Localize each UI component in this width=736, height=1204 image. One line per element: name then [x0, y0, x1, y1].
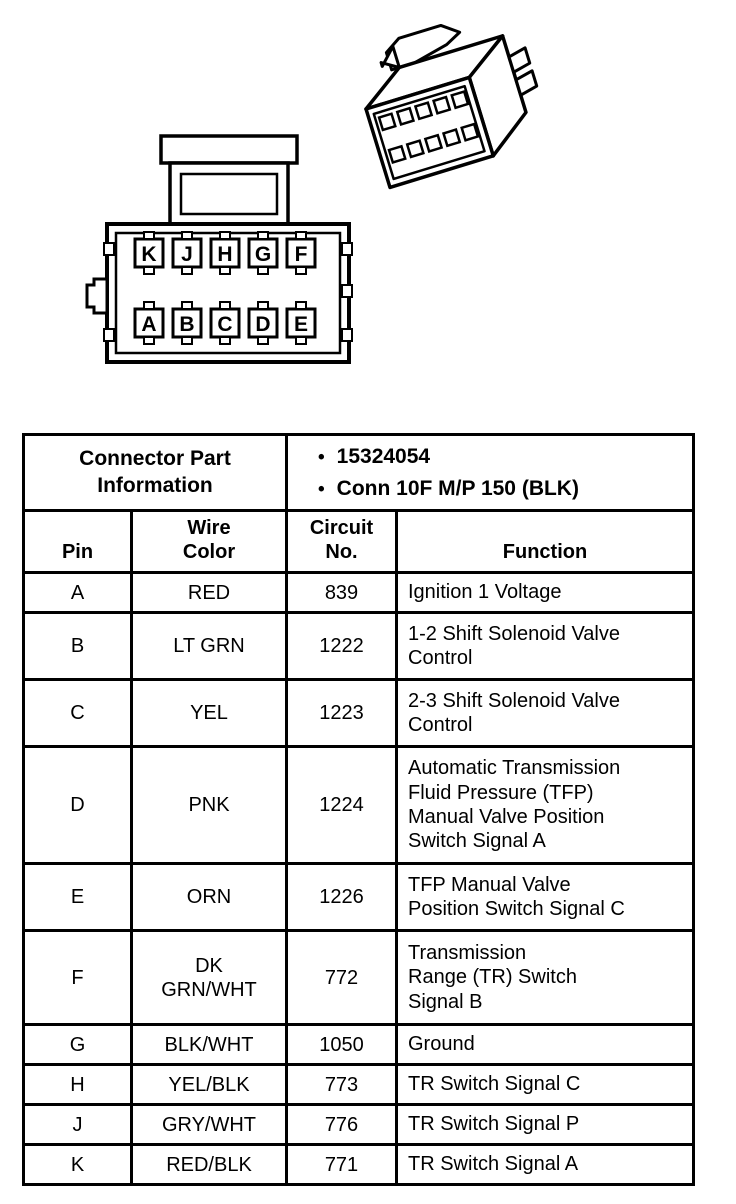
pin-cell: F	[22, 929, 133, 1026]
pin-slots-top-labels: K J H G F	[141, 243, 307, 266]
iso-pin-holes	[377, 89, 480, 165]
wire-color-cell: RED/BLK	[130, 1143, 288, 1186]
table-row: C YEL 1223 2-3 Shift Solenoid Valve Cont…	[22, 678, 695, 748]
pin-slot-label: J	[181, 243, 193, 266]
circuit-cell: 1050	[285, 1023, 398, 1066]
pin-slot-label: G	[255, 243, 271, 266]
pin-cell: B	[22, 611, 133, 681]
wire-color-cell: BLK/WHT	[130, 1023, 288, 1066]
part-info-values: • 15324054 • Conn 10F M/P 150 (BLK)	[285, 433, 695, 512]
table-row: H YEL/BLK 773 TR Switch Signal C	[22, 1063, 695, 1106]
function-cell: 2-3 Shift Solenoid Valve Control	[395, 678, 695, 748]
function-cell: Ignition 1 Voltage	[395, 571, 695, 614]
circuit-cell: 772	[285, 929, 398, 1026]
pin-cell: J	[22, 1103, 133, 1146]
wire-color-cell: GRY/WHT	[130, 1103, 288, 1146]
circuit-cell: 776	[285, 1103, 398, 1146]
pin-cell: E	[22, 862, 133, 932]
pin-slots-top-row	[133, 231, 317, 275]
wire-color-cell: LT GRN	[130, 611, 288, 681]
pin-slot-label: B	[179, 313, 194, 336]
part-info-row: Connector Part Information • 15324054 • …	[22, 433, 695, 512]
wire-color-cell: YEL	[130, 678, 288, 748]
part-number: 15324054	[336, 445, 431, 468]
wire-color-cell: YEL/BLK	[130, 1063, 288, 1106]
connector-face-view-diagram: K J H G F A B C D E	[85, 134, 353, 364]
circuit-cell: 773	[285, 1063, 398, 1106]
table-row: K RED/BLK 771 TR Switch Signal A	[22, 1143, 695, 1186]
circuit-cell: 1224	[285, 745, 398, 865]
pin-cell: C	[22, 678, 133, 748]
table-row: G BLK/WHT 1050 Ground	[22, 1023, 695, 1066]
pin-slot-label: K	[141, 243, 156, 266]
pin-slot-label: D	[255, 313, 270, 336]
circuit-cell: 1223	[285, 678, 398, 748]
pin-cell: G	[22, 1023, 133, 1066]
part-number-line: • 15324054	[318, 441, 692, 473]
circuit-cell: 839	[285, 571, 398, 614]
column-header-row: Pin Wire Color Circuit No. Function	[22, 509, 695, 574]
pin-slots-bottom-labels: A B C D E	[141, 313, 308, 336]
circuit-cell: 1222	[285, 611, 398, 681]
circuit-cell: 771	[285, 1143, 398, 1186]
function-cell: Ground	[395, 1023, 695, 1066]
connector-diagrams: K J H G F A B C D E	[0, 0, 736, 433]
function-cell: Automatic Transmission Fluid Pressure (T…	[395, 745, 695, 865]
pin-cell: D	[22, 745, 133, 865]
col-header-pin: Pin	[22, 509, 133, 574]
pin-cell: A	[22, 571, 133, 614]
function-cell: TR Switch Signal P	[395, 1103, 695, 1146]
iso-housing	[364, 24, 539, 190]
pin-slot-label: E	[294, 313, 308, 336]
table-row: A RED 839 Ignition 1 Voltage	[22, 571, 695, 614]
pin-slot-label: C	[217, 313, 232, 336]
function-cell: 1-2 Shift Solenoid Valve Control	[395, 611, 695, 681]
function-cell: TR Switch Signal A	[395, 1143, 695, 1186]
wire-color-cell: DK GRN/WHT	[130, 929, 288, 1026]
part-info-label: Connector Part Information	[22, 433, 288, 512]
col-header-circuit: Circuit No.	[285, 509, 398, 574]
bullet-icon: •	[318, 478, 325, 500]
col-header-wire: Wire Color	[130, 509, 288, 574]
function-cell: Transmission Range (TR) Switch Signal B	[395, 929, 695, 1026]
pin-slots-bottom-row	[133, 301, 317, 345]
pin-cell: H	[22, 1063, 133, 1106]
pin-slot-label: H	[217, 243, 232, 266]
bullet-icon: •	[318, 447, 325, 468]
table-row: D PNK 1224 Automatic Transmission Fluid …	[22, 745, 695, 865]
connector-isometric-diagram	[364, 24, 539, 190]
col-header-function: Function	[395, 509, 695, 574]
function-cell: TR Switch Signal C	[395, 1063, 695, 1106]
pin-slot-label: A	[141, 313, 156, 336]
table-row: J GRY/WHT 776 TR Switch Signal P	[22, 1103, 695, 1146]
table-row: F DK GRN/WHT 772 Transmission Range (TR)…	[22, 929, 695, 1026]
pin-slot-label: F	[295, 243, 308, 266]
wire-color-cell: PNK	[130, 745, 288, 865]
function-cell: TFP Manual Valve Position Switch Signal …	[395, 862, 695, 932]
wire-color-cell: ORN	[130, 862, 288, 932]
table-row: B LT GRN 1222 1-2 Shift Solenoid Valve C…	[22, 611, 695, 681]
table-row: E ORN 1226 TFP Manual Valve Position Swi…	[22, 862, 695, 932]
wire-color-cell: RED	[130, 571, 288, 614]
connector-type-line: • Conn 10F M/P 150 (BLK)	[318, 473, 692, 505]
connector-pinout-table: Connector Part Information • 15324054 • …	[22, 433, 695, 1186]
pin-cell: K	[22, 1143, 133, 1186]
circuit-cell: 1226	[285, 862, 398, 932]
connector-type: Conn 10F M/P 150 (BLK)	[336, 476, 579, 500]
